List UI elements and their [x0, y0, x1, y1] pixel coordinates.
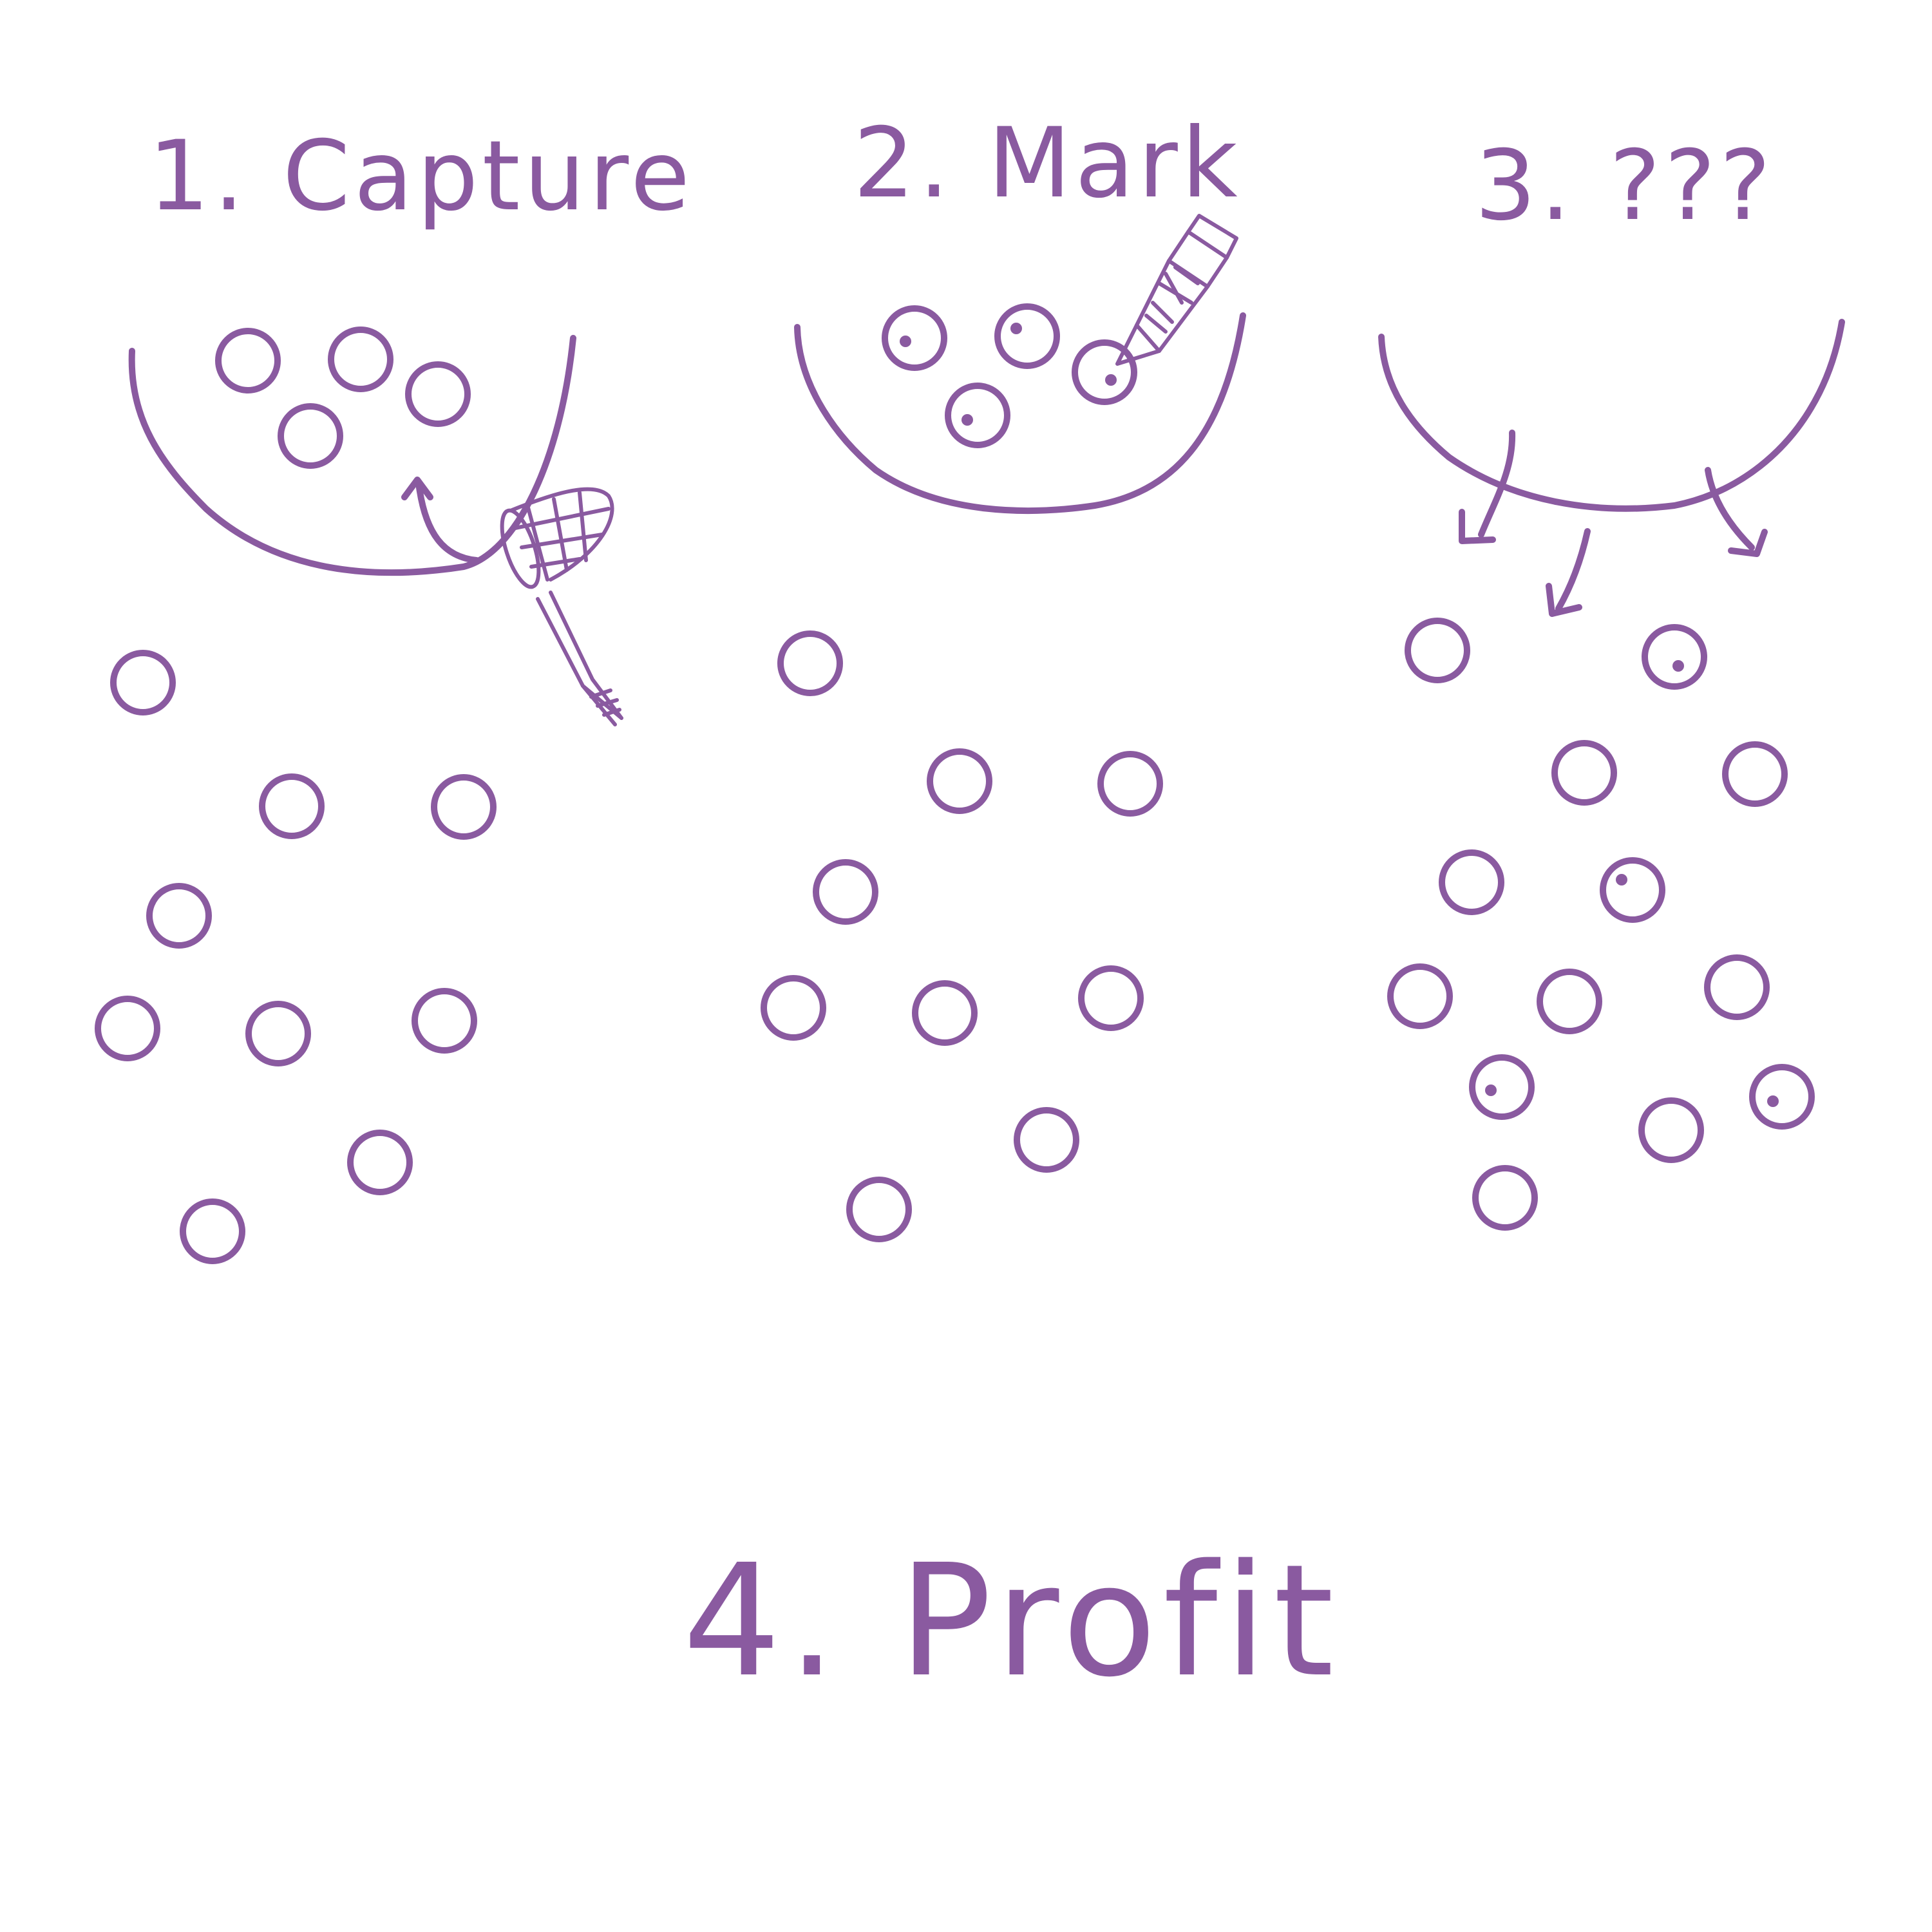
- mark-dot: [900, 336, 911, 347]
- bowl-circle: [278, 403, 343, 469]
- step-3-label: 3. ???: [1475, 130, 1775, 242]
- marked-circle: [1072, 339, 1137, 405]
- population-circle: [761, 975, 826, 1041]
- mark-dot: [1616, 874, 1627, 886]
- recaptured-marked-circle: [1749, 1064, 1815, 1130]
- step-1-capture: 1. Capture: [95, 120, 694, 1264]
- population-circle: [1722, 741, 1788, 807]
- step-2-mark: 2. Mark: [761, 108, 1246, 1242]
- capture-arrow-icon: [401, 477, 480, 564]
- mark-dot: [1767, 1095, 1779, 1107]
- population-circle: [912, 980, 978, 1046]
- population-circle: [777, 630, 843, 696]
- step-2-label: 2. Mark: [853, 108, 1242, 220]
- mark-dot: [1105, 374, 1117, 386]
- mark-dot: [1010, 323, 1022, 334]
- population-circle: [1439, 849, 1504, 915]
- population-circle: [927, 748, 992, 814]
- population-circle: [1472, 1165, 1538, 1231]
- step-1-bowl-circles: [215, 327, 471, 469]
- population-circle: [347, 1130, 413, 1195]
- population-circle: [431, 774, 497, 840]
- population-circle: [95, 996, 160, 1061]
- population-circle: [1704, 954, 1770, 1020]
- step-3-unknown: 3. ???: [1378, 130, 1845, 1231]
- recaptured-marked-circle: [1600, 857, 1665, 923]
- marked-circle: [994, 303, 1060, 369]
- population-circle: [813, 859, 878, 925]
- population-circle: [1638, 1097, 1704, 1163]
- step-2-bowl: [794, 312, 1246, 514]
- bowl-circle: [328, 327, 393, 392]
- step-1-population: [95, 650, 497, 1264]
- release-arrow-icon: [1705, 467, 1768, 557]
- bowl-circle: [405, 361, 471, 427]
- population-circle: [1537, 969, 1602, 1034]
- release-arrow-icon: [1546, 528, 1591, 617]
- population-circle: [846, 1177, 912, 1242]
- population-circle: [1551, 740, 1617, 806]
- marked-circle: [945, 383, 1010, 448]
- population-circle: [180, 1198, 245, 1264]
- step-2-marked-circles: [882, 303, 1137, 448]
- recaptured-marked-circle: [1642, 624, 1707, 690]
- population-circle: [412, 988, 477, 1054]
- marker-pen-icon: [1115, 214, 1238, 366]
- population-circle: [1387, 963, 1453, 1029]
- population-circle: [110, 650, 176, 715]
- step-2-population: [761, 630, 1163, 1242]
- step-1-label: 1. Capture: [148, 120, 694, 232]
- population-circle: [259, 773, 325, 839]
- final-step-label: 4. Profit: [683, 1531, 1340, 1711]
- marked-circle: [882, 305, 947, 371]
- population-circle: [245, 1001, 311, 1066]
- recaptured-marked-circle: [1469, 1054, 1535, 1120]
- population-circle: [1097, 751, 1163, 817]
- step-3-population: [1387, 618, 1815, 1231]
- step-3-bowl: [1378, 319, 1845, 512]
- mark-dot: [961, 414, 973, 426]
- butterfly-net-icon: [500, 487, 623, 726]
- population-circle: [1014, 1107, 1079, 1173]
- mark-dot: [1485, 1084, 1497, 1096]
- bowl-circle: [215, 328, 281, 393]
- mark-dot: [1672, 660, 1684, 672]
- population-circle: [1405, 618, 1470, 683]
- release-arrow-icon: [1459, 430, 1516, 544]
- population-circle: [146, 883, 212, 949]
- population-circle: [1078, 965, 1144, 1031]
- step-1-bowl: [128, 335, 576, 576]
